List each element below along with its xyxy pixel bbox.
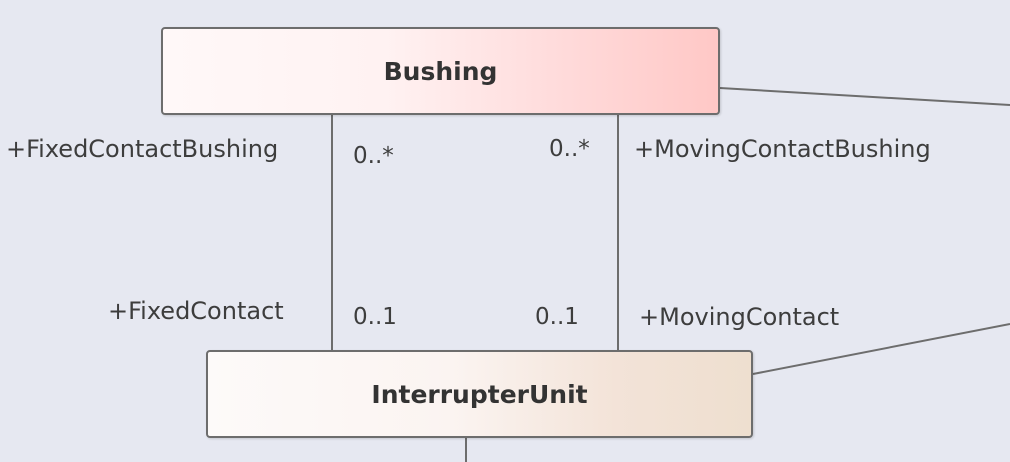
interrupter-unit-class[interactable]: InterrupterUnit [206, 350, 753, 438]
interrupter-unit-class-name: InterrupterUnit [371, 379, 588, 409]
fixed-contact-bushing-role: +FixedContactBushing [6, 135, 279, 163]
moving-contact-bushing-multiplicity: 0..* [549, 136, 590, 162]
bushing-class-name: Bushing [383, 56, 498, 86]
interrupter-offscreen-association-line[interactable] [752, 323, 1010, 375]
moving-contact-multiplicity: 0..1 [535, 304, 579, 330]
moving-contact-bushing-role: +MovingContactBushing [634, 135, 931, 163]
fixed-contact-role: +FixedContact [108, 297, 284, 325]
fixed-contact-bushing-multiplicity: 0..* [353, 143, 394, 169]
fixed-contact-multiplicity: 0..1 [353, 304, 397, 330]
bushing-offscreen-association-line[interactable] [719, 87, 1010, 106]
moving-contact-role: +MovingContact [639, 303, 840, 331]
bushing-class[interactable]: Bushing [161, 27, 720, 115]
